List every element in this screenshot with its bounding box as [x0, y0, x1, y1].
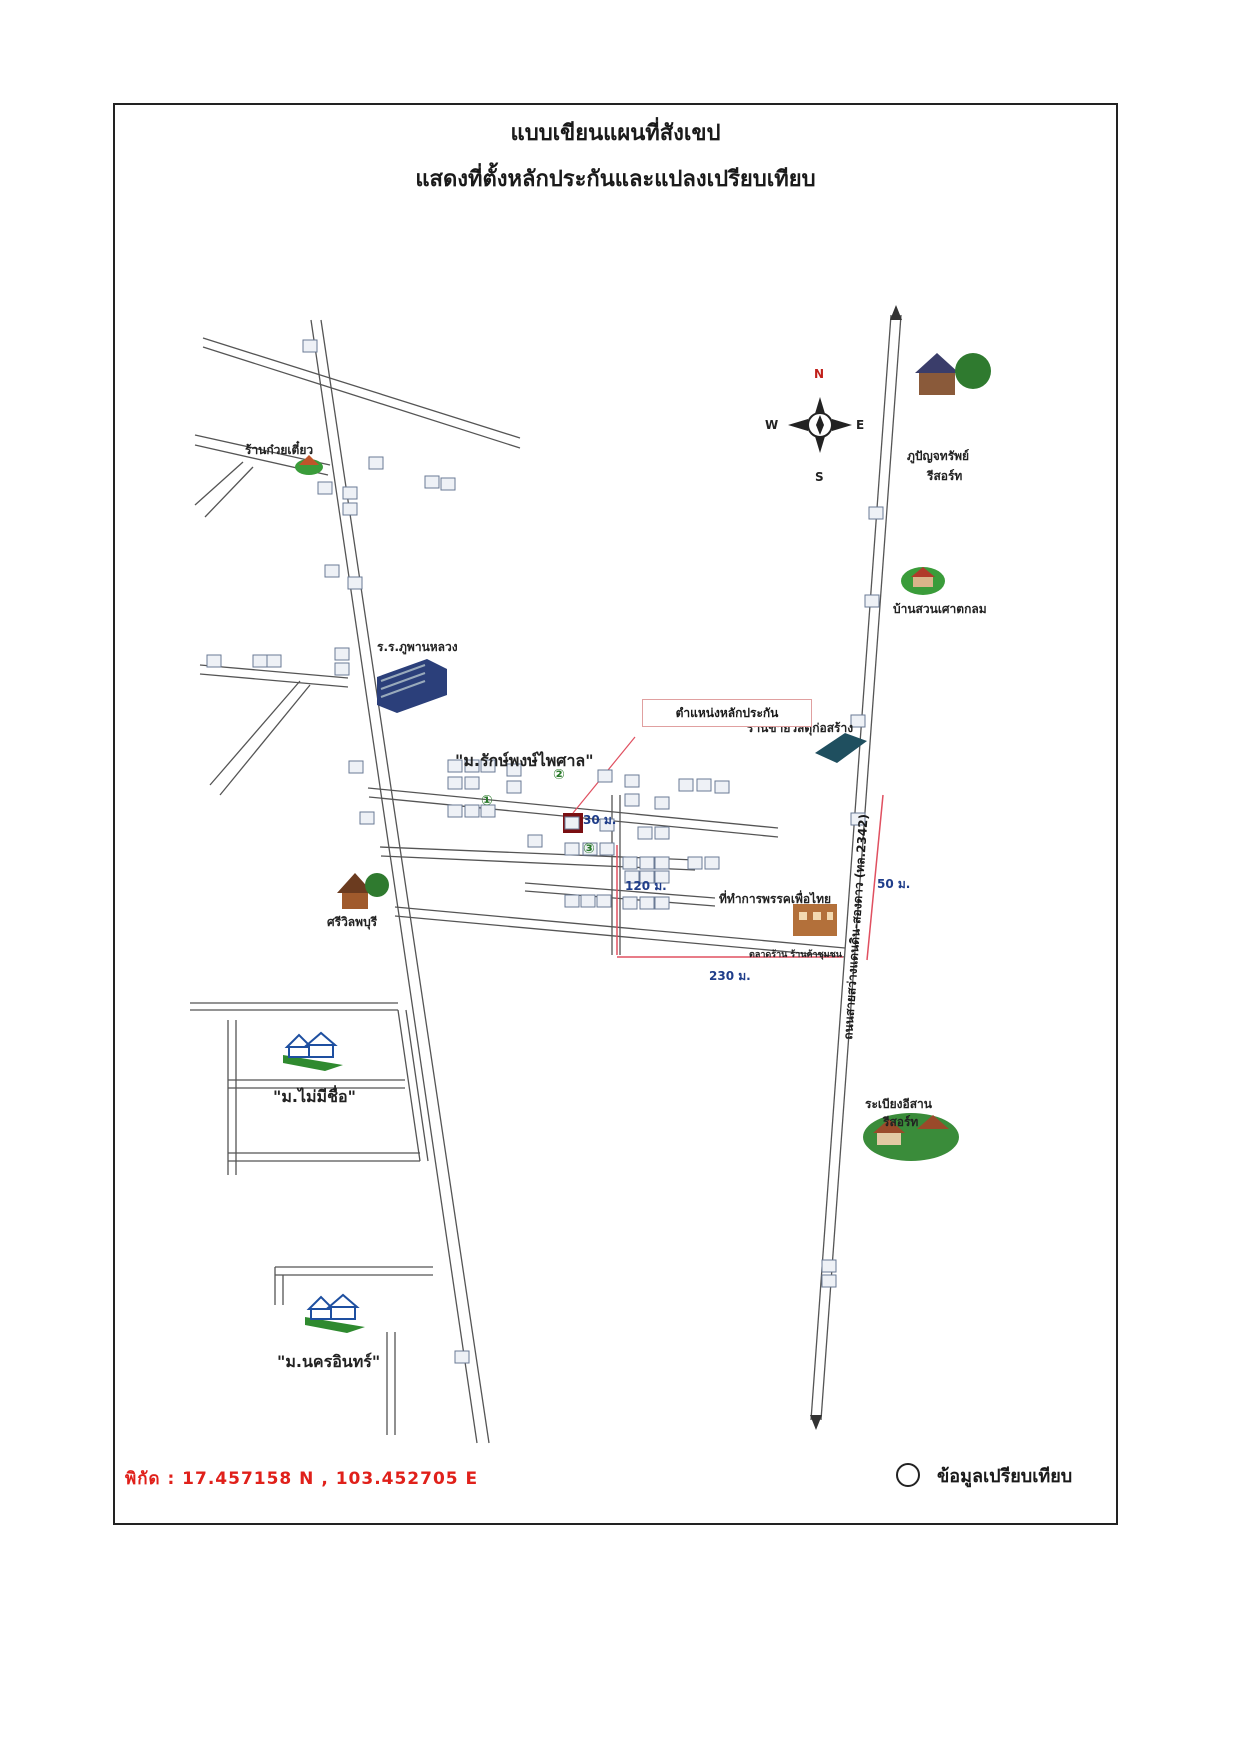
map-title: แบบเขียนแผนที่สังเขป	[510, 121, 721, 146]
compass-w: W	[765, 418, 779, 432]
label-resort-2: ระเบียงอีสาน	[865, 1097, 932, 1111]
legend-label: ข้อมูลเปรียบเทียบ	[937, 1466, 1073, 1487]
subject-label-box: ตำแหน่งหลักประกัน	[642, 699, 812, 727]
temple-icon	[337, 873, 389, 909]
construction-shop-icon	[815, 733, 867, 763]
label-resort-1: ภูปัญจทรัพย์	[907, 449, 970, 463]
house-markers	[206, 339, 884, 1364]
roads	[190, 314, 902, 1444]
legend-circle-icon	[896, 1463, 920, 1487]
label-temple: ศรีวิลพบุรี	[327, 915, 378, 929]
compass-s: S	[815, 470, 824, 484]
label-village-nakorn: "ม.นครอินทร์"	[277, 1352, 381, 1371]
coordinates-text: พิกัด : 17.457158 N , 103.452705 E	[125, 1469, 479, 1489]
road-arrow-north	[890, 305, 902, 320]
label-school: ร.ร.ภูพานหลวง	[377, 640, 458, 654]
comparison-marker-3: ③	[583, 841, 595, 857]
distance-120m: 120 ม.	[625, 879, 667, 893]
resort-1-icon	[915, 353, 991, 395]
garden-home-icon	[901, 567, 945, 595]
village-nakorn-icon	[305, 1293, 365, 1333]
label-noodle-shop: ร้านก๋วยเตี๋ยว	[245, 443, 314, 457]
village-unnamed-icon	[283, 1031, 343, 1071]
distance-lines	[616, 794, 884, 961]
distance-50m: 50 ม.	[877, 877, 911, 891]
distance-30m: 30 ม.	[583, 813, 617, 827]
compass-rose-icon	[788, 397, 852, 453]
label-party-office: ที่ทำการพรรคเพื่อไทย	[719, 892, 832, 906]
distance-230m: 230 ม.	[709, 969, 751, 983]
resort-2-icon	[863, 1113, 959, 1161]
label-shop-small: ตลาดร้าน ร้านค้าชุมชน	[749, 950, 842, 960]
road-arrow-south	[810, 1415, 822, 1430]
map-canvas	[190, 305, 991, 1444]
party-office-icon	[793, 904, 837, 936]
compass-n: N	[814, 367, 825, 381]
label-resort-2b: รีสอร์ท	[883, 1115, 919, 1129]
map-sheet: แบบเขียนแผนที่สังเขป แสดงที่ตั้งหลักประก…	[113, 103, 1118, 1525]
label-garden-home: บ้านสวนเศาตกลม	[893, 602, 987, 616]
comparison-marker-1: ①	[481, 793, 493, 809]
noodle-shop-icon	[295, 455, 323, 475]
comparison-marker-2: ②	[553, 767, 565, 783]
label-village-unnamed: "ม.ไม่มีชื่อ"	[273, 1087, 356, 1106]
compass-e: E	[856, 418, 865, 432]
label-resort-1b: รีสอร์ท	[927, 469, 963, 483]
label-village-main: "ม.รักษ์พงษ์ไพศาล"	[455, 751, 594, 770]
map-subtitle: แสดงที่ตั้งหลักประกันและแปลงเปรียบเทียบ	[415, 167, 816, 192]
school-icon	[377, 659, 447, 713]
